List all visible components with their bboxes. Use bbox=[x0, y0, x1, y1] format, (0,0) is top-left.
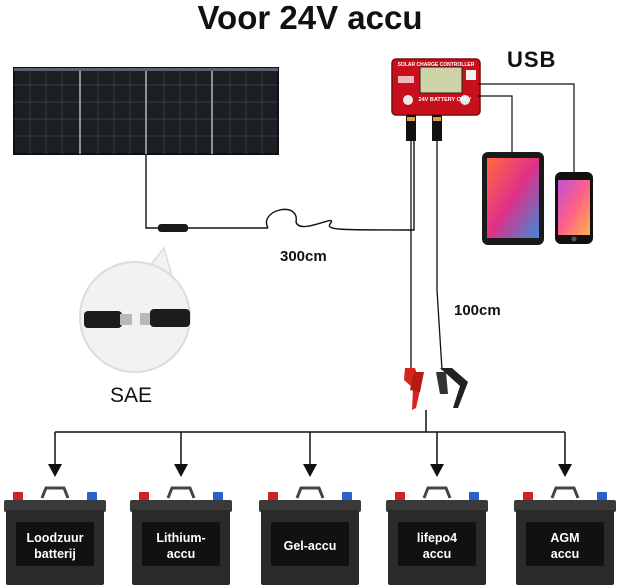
battery-1 bbox=[4, 486, 106, 585]
controller-header-text: SOLAR CHARGE CONTROLLER bbox=[398, 62, 475, 68]
battery-label-lithium: Lithium-accu bbox=[156, 531, 206, 561]
distribution-lines bbox=[54, 410, 566, 466]
battery-5 bbox=[514, 486, 616, 585]
diagram-title: Voor 24V accu bbox=[197, 0, 423, 36]
cable-panel-to-controller bbox=[145, 140, 415, 231]
tablet bbox=[482, 152, 544, 245]
solar-panel bbox=[13, 67, 279, 155]
batteries-row bbox=[4, 486, 616, 585]
usb-cables bbox=[478, 83, 575, 174]
distribution-arrowheads bbox=[48, 464, 572, 477]
smartphone bbox=[555, 172, 593, 244]
battery-clamps bbox=[404, 368, 468, 410]
battery-3 bbox=[259, 486, 361, 585]
controller-sub-text: 24V BATTERY ONLY bbox=[419, 97, 472, 103]
cable-length-300-label: 300cm bbox=[280, 248, 327, 265]
battery-2 bbox=[130, 486, 232, 585]
charge-controller bbox=[391, 58, 481, 141]
sae-inline-connector bbox=[158, 224, 188, 232]
usb-label: USB bbox=[507, 47, 557, 72]
battery-4 bbox=[386, 486, 488, 585]
cable-controller-to-clamps bbox=[410, 141, 443, 371]
battery-label-gel: Gel-accu bbox=[283, 539, 337, 553]
sae-callout bbox=[79, 246, 191, 373]
sae-label: SAE bbox=[110, 384, 153, 407]
cable-length-100-label: 100cm bbox=[454, 302, 501, 319]
